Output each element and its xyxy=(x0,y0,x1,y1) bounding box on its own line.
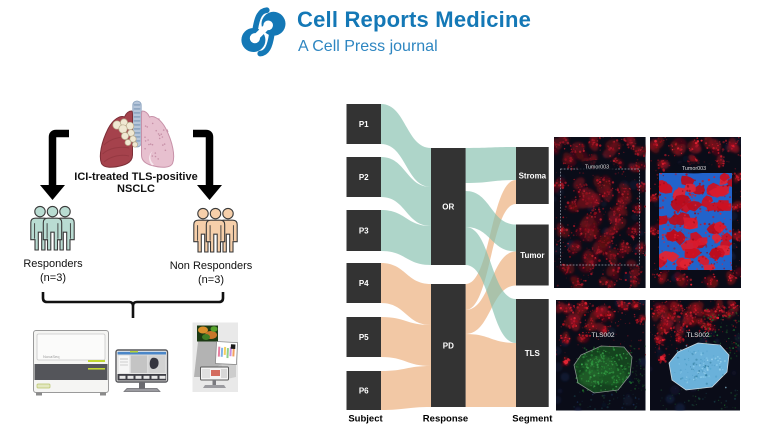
svg-text:P5: P5 xyxy=(359,333,369,342)
svg-text:P4: P4 xyxy=(359,279,369,288)
svg-text:P6: P6 xyxy=(359,386,369,395)
svg-text:P1: P1 xyxy=(359,120,369,129)
svg-text:PD: PD xyxy=(443,341,454,350)
svg-text:Tumor003: Tumor003 xyxy=(585,165,609,171)
svg-text:P2: P2 xyxy=(359,173,369,182)
svg-text:NovaSeq: NovaSeq xyxy=(43,354,59,359)
svg-text:Tumor003: Tumor003 xyxy=(682,166,706,172)
svg-text:Response: Response xyxy=(423,414,468,425)
svg-text:TLS002: TLS002 xyxy=(591,332,614,339)
svg-text:Stroma: Stroma xyxy=(519,171,547,180)
svg-text:Segment: Segment xyxy=(512,414,553,425)
svg-text:TLS002: TLS002 xyxy=(686,332,709,339)
svg-text:TLS: TLS xyxy=(525,349,541,358)
svg-text:OR: OR xyxy=(442,202,454,211)
svg-text:P3: P3 xyxy=(359,226,369,235)
svg-text:Subject: Subject xyxy=(348,414,383,425)
svg-text:Tumor: Tumor xyxy=(520,251,544,260)
